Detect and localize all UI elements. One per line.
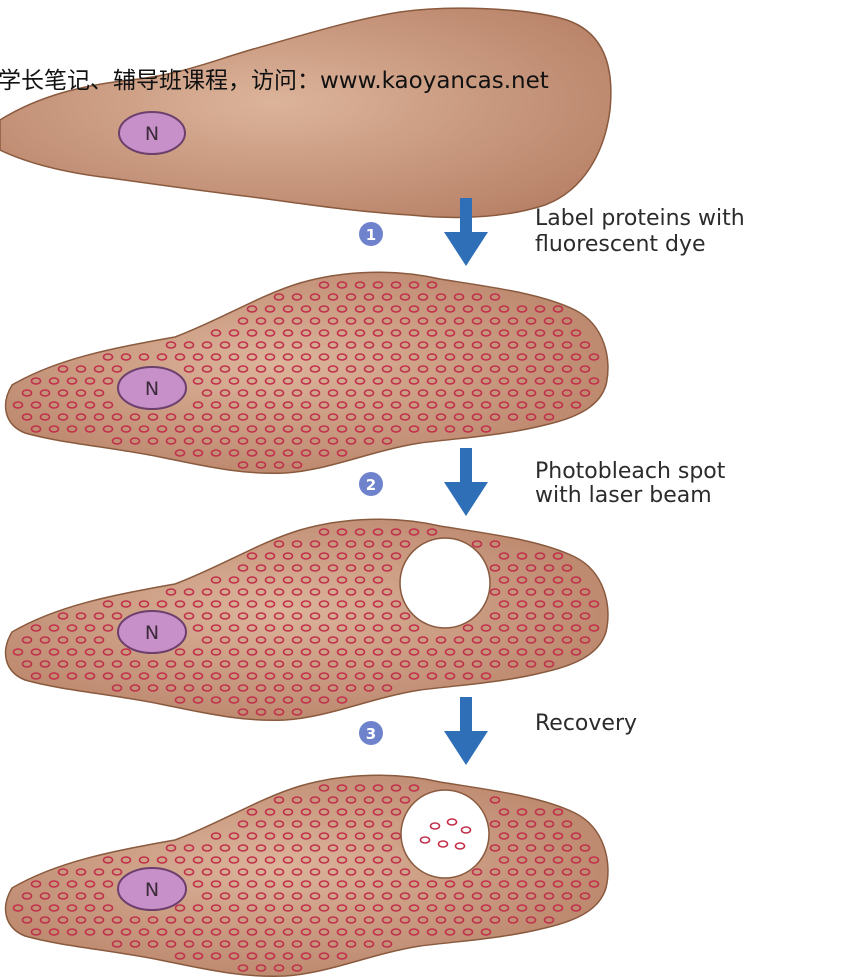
down-arrow-icon (444, 448, 488, 516)
nucleus-label: N (145, 123, 159, 145)
recovering-spot (401, 790, 489, 878)
photobleached-spot (400, 538, 490, 628)
down-arrow-icon (444, 697, 488, 765)
step-description-line: Label proteins with (535, 206, 745, 231)
nucleus: N (118, 611, 186, 653)
cell-body (6, 775, 608, 976)
cell-body (6, 272, 608, 473)
nucleus: N (119, 112, 185, 154)
step-2: 2 Photobleach spot with laser beam (359, 448, 726, 516)
step-number: 3 (366, 725, 376, 743)
step-description-line: Recovery (535, 711, 637, 736)
cell-labeled: N (6, 272, 608, 473)
step-description-line: fluorescent dye (535, 232, 706, 257)
cell-body (0, 8, 611, 217)
watermark-text: 学长笔记、辅导班课程，访问：www.kaoyancas.net (0, 68, 549, 94)
step-number: 1 (366, 226, 376, 244)
cell-photobleached: N (6, 519, 608, 720)
step-3: 3 Recovery (359, 697, 637, 765)
nucleus-label: N (145, 879, 159, 901)
nucleus-label: N (145, 378, 159, 400)
cell-body (6, 519, 608, 720)
step-description-line: with laser beam (535, 483, 712, 508)
nucleus: N (118, 367, 186, 409)
cell-unlabeled: N (0, 8, 611, 217)
nucleus-label: N (145, 622, 159, 644)
step-number: 2 (366, 476, 376, 494)
nucleus: N (118, 868, 186, 910)
cell-recovery: N (6, 775, 608, 976)
step-description-line: Photobleach spot (535, 459, 726, 484)
